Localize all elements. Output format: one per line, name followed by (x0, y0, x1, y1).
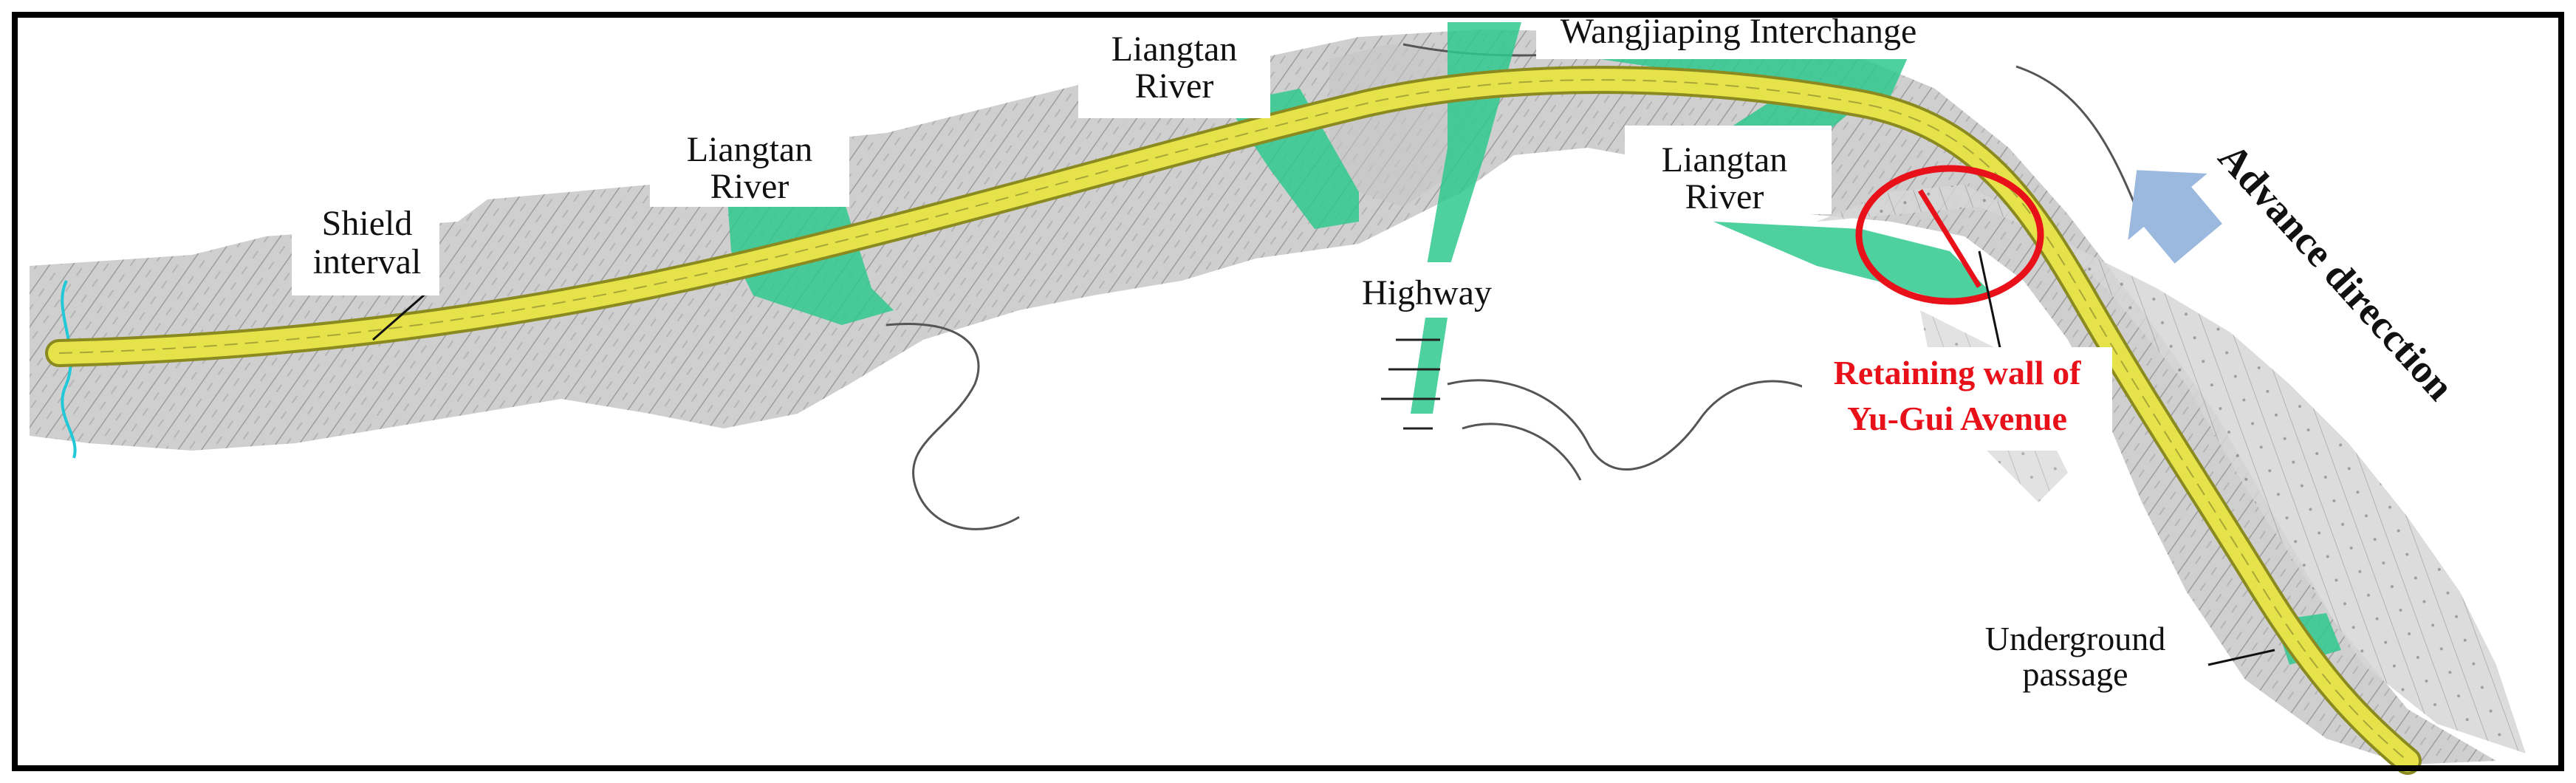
highway-ticks (1381, 338, 1440, 430)
crossing-zone-liangtan-right (1713, 222, 1994, 303)
label-liangtan-river-left-line1: Liangtan (687, 130, 813, 169)
retaining-wall-highlight-circle (1855, 165, 2044, 305)
label-liangtan-river-right-line2: River (1685, 177, 1764, 216)
retaining-wall-line (1918, 189, 1981, 288)
label-liangtan-river-right-line1: Liangtan (1662, 140, 1788, 179)
label-shield-interval-line1: Shield (322, 204, 413, 243)
label-liangtan-river-top-line2: River (1135, 66, 1214, 106)
label-liangtan-river-top-line1: Liangtan (1111, 30, 1238, 69)
label-highway: Highway (1362, 273, 1492, 312)
label-wangjiaping-interchange: Wangjiaping Interchange (1561, 12, 1917, 51)
label-liangtan-river-left-line2: River (710, 167, 789, 206)
crossing-zone-highway-south (1411, 318, 1448, 414)
tunnel-alignment (45, 66, 2422, 775)
river-line (61, 280, 77, 459)
label-retaining-wall-line2: Yu-Gui Avenue (1847, 400, 2067, 437)
label-shield-interval-line2: interval (313, 242, 422, 281)
map-frame-border (12, 12, 2564, 771)
advance-arrow-icon (2128, 170, 2222, 264)
label-underground-passage-line1: Underground (1985, 620, 2165, 657)
leader-lines (372, 250, 2275, 666)
label-retaining-wall-line1: Retaining wall of (1834, 354, 2081, 392)
label-underground-passage-line2: passage (2022, 655, 2128, 693)
